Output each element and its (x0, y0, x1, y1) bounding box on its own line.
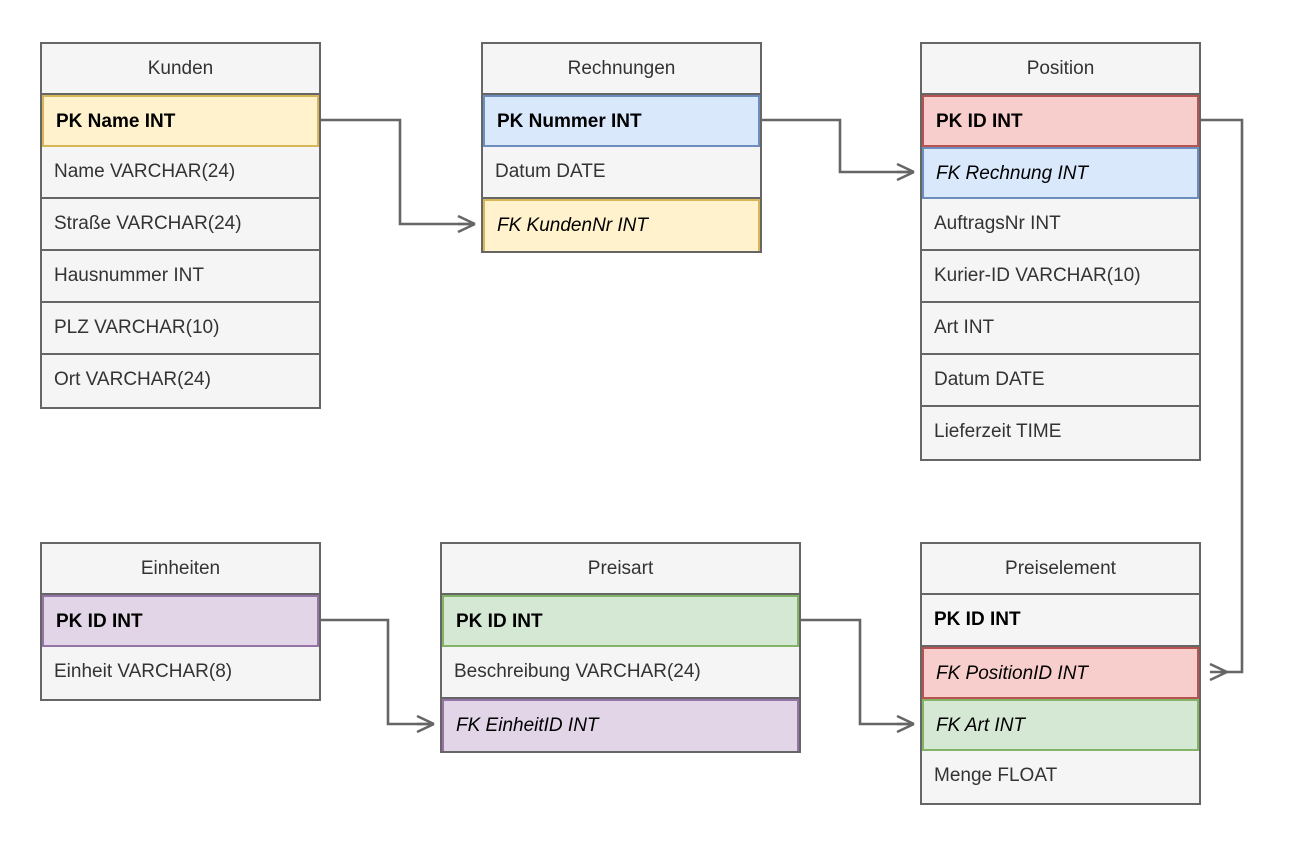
attribute-row-kunden-2[interactable]: Straße VARCHAR(24) (42, 199, 319, 251)
attribute-row-einheiten-0[interactable]: PK ID INT (42, 595, 319, 647)
relationship-kunden-rechnungen[interactable] (321, 118, 476, 234)
attribute-row-position-4[interactable]: Art INT (922, 303, 1199, 355)
crowsfoot-marker (1209, 662, 1228, 682)
attribute-row-preiselement-1[interactable]: FK PositionID INT (922, 647, 1199, 699)
entity-title-preisart: Preisart (442, 544, 799, 595)
relationship-preisart-preiselement[interactable] (801, 618, 915, 734)
attribute-row-preiselement-0[interactable]: PK ID INT (922, 595, 1199, 647)
relationship-line (1201, 118, 1244, 674)
attribute-row-rechnungen-2[interactable]: FK KundenNr INT (483, 199, 760, 251)
entity-title-position: Position (922, 44, 1199, 95)
attribute-row-rechnungen-0[interactable]: PK Nummer INT (483, 95, 760, 147)
crowsfoot-marker (457, 214, 476, 234)
attribute-row-preiselement-3[interactable]: Menge FLOAT (922, 751, 1199, 803)
entity-title-preiselement: Preiselement (922, 544, 1199, 595)
attribute-row-einheiten-1[interactable]: Einheit VARCHAR(8) (42, 647, 319, 699)
attribute-row-kunden-4[interactable]: PLZ VARCHAR(10) (42, 303, 319, 355)
crowsfoot-marker (896, 714, 915, 734)
entity-title-kunden: Kunden (42, 44, 319, 95)
crowsfoot-marker (896, 162, 915, 182)
attribute-row-position-2[interactable]: AuftragsNr INT (922, 199, 1199, 251)
attribute-row-kunden-3[interactable]: Hausnummer INT (42, 251, 319, 303)
entity-title-rechnungen: Rechnungen (483, 44, 760, 95)
attribute-row-position-0[interactable]: PK ID INT (922, 95, 1199, 147)
attribute-row-rechnungen-1[interactable]: Datum DATE (483, 147, 760, 199)
attribute-row-position-5[interactable]: Datum DATE (922, 355, 1199, 407)
attribute-row-position-3[interactable]: Kurier-ID VARCHAR(10) (922, 251, 1199, 303)
relationship-line (801, 618, 914, 726)
attribute-row-preisart-1[interactable]: Beschreibung VARCHAR(24) (442, 647, 799, 699)
attribute-row-kunden-0[interactable]: PK Name INT (42, 95, 319, 147)
relationship-position-preiselement[interactable] (1201, 118, 1244, 682)
relationship-line (321, 618, 434, 726)
attribute-row-position-1[interactable]: FK Rechnung INT (922, 147, 1199, 199)
attribute-row-preisart-2[interactable]: FK EinheitID INT (442, 699, 799, 751)
attribute-row-preisart-0[interactable]: PK ID INT (442, 595, 799, 647)
attribute-row-position-6[interactable]: Lieferzeit TIME (922, 407, 1199, 459)
attribute-row-kunden-5[interactable]: Ort VARCHAR(24) (42, 355, 319, 407)
crowsfoot-marker (416, 714, 435, 734)
attribute-row-kunden-1[interactable]: Name VARCHAR(24) (42, 147, 319, 199)
entity-title-einheiten: Einheiten (42, 544, 319, 595)
relationship-rechnungen-position[interactable] (762, 118, 915, 182)
relationship-einheiten-preisart[interactable] (321, 618, 435, 734)
relationship-line (321, 118, 475, 226)
attribute-row-preiselement-2[interactable]: FK Art INT (922, 699, 1199, 751)
relationship-line (762, 118, 914, 174)
